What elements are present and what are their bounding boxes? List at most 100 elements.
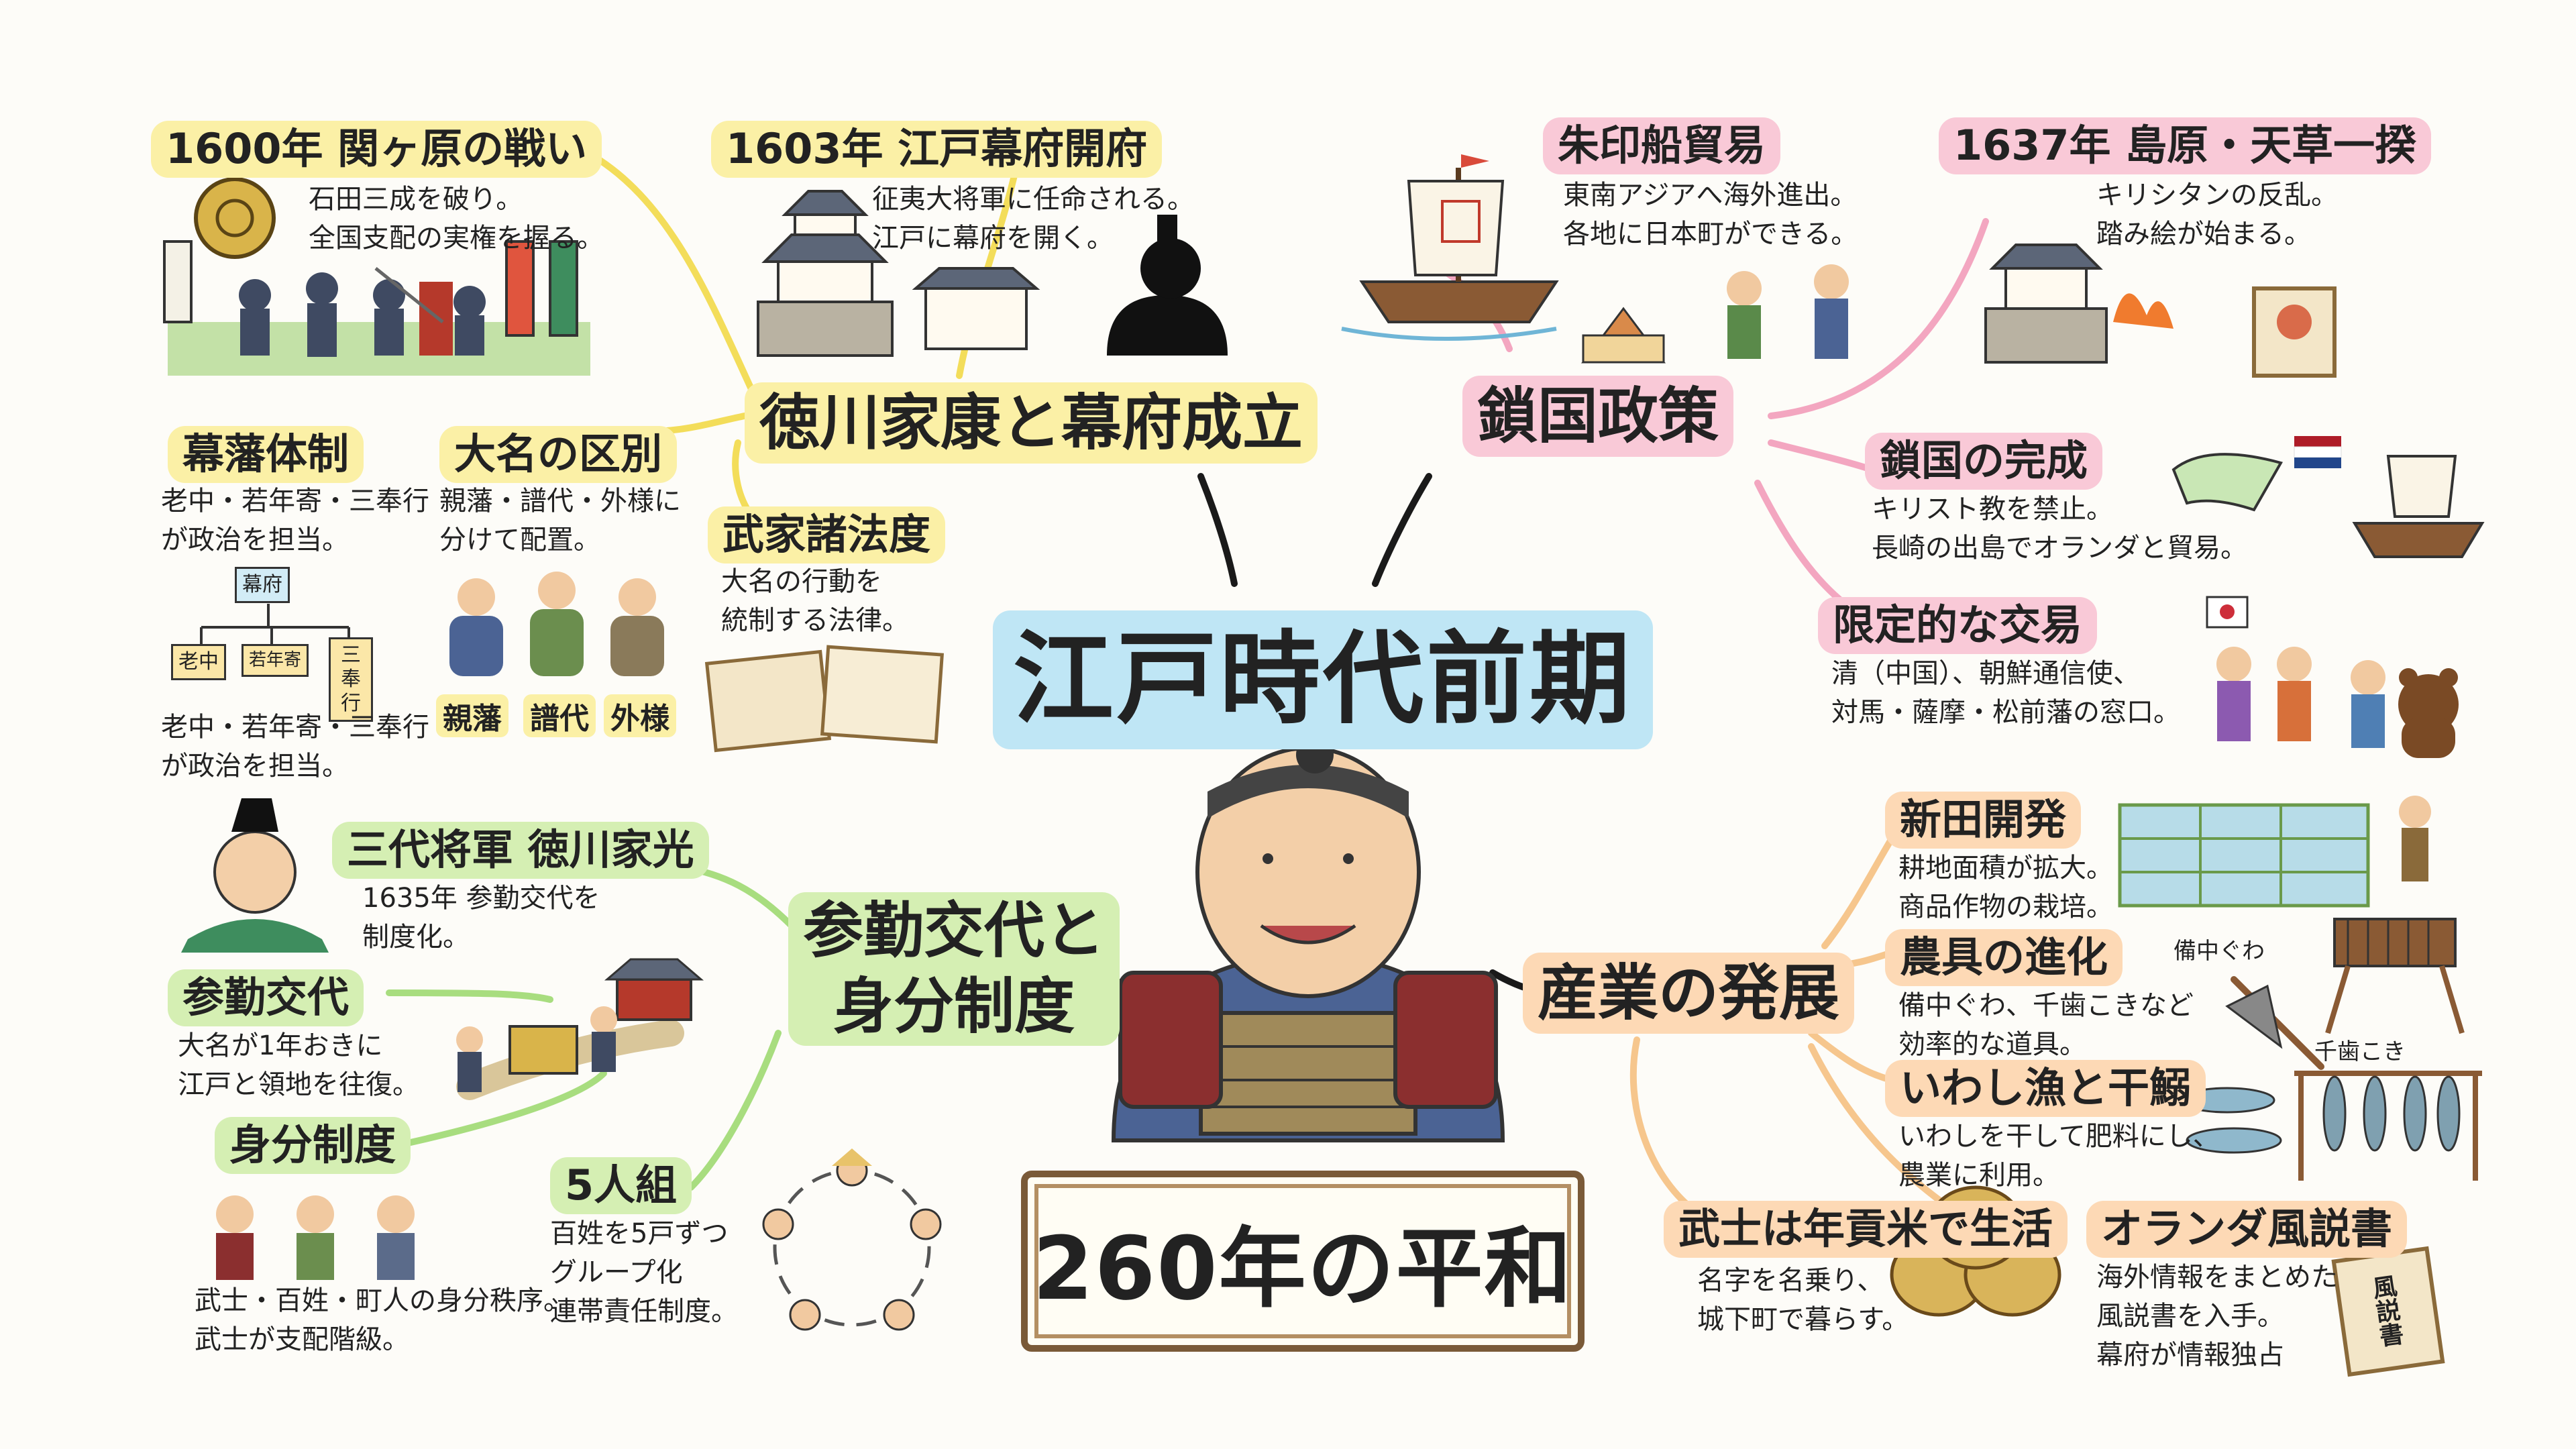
fusetsu-line: 海外情報をまとめた [2096,1258,2338,1297]
daimyo-label-fudai: 譜代 [523,694,596,737]
iemitsu-desc: 1635年 参勤交代を 制度化。 [362,879,600,957]
mibun-heading: 身分制度 [215,1117,411,1174]
sekigahara-heading: 1600年 関ヶ原の戦い [151,121,602,178]
goningumi-line: グループ化 [550,1253,738,1292]
goningumi-heading: 5人組 [550,1157,692,1214]
branch-sakoku-title: 鎖国政策 [1462,376,1733,457]
sankinkotai-line: 江戸と領地を往復。 [178,1065,419,1104]
iwashi-heading: いわし漁と干鰯 [1885,1060,2206,1117]
tool-label-hoe: 備中ぐわ [2174,932,2265,965]
shuinsen-line: 各地に日本町ができる。 [1563,215,1858,254]
sekigahara-desc: 石田三成を破り。 全国支配の実権を握る。 [309,180,604,258]
bakuhan-desc-2: 老中・若年寄・三奉行 が政治を担当。 [161,708,429,786]
rice-field-icon [2120,796,2431,906]
traders-icon [2216,647,2385,748]
kansei-desc: キリスト教を禁止。 長崎の出島でオランダと貿易。 [1872,490,2247,568]
shinden-line: 商品作物の栽培。 [1898,888,2113,926]
mibun-line: 武士が支配階級。 [195,1320,570,1359]
branch-sankin-title: 参勤交代と 身分制度 [788,892,1120,1046]
bakuhan-line: 老中・若年寄・三奉行 [161,482,429,521]
kansei-line: キリスト教を禁止。 [1872,490,2247,529]
main-title: 江戸時代前期 [993,610,1653,749]
bakuhan-desc: 老中・若年寄・三奉行 が政治を担当。 [161,482,429,559]
buke-line: 大名の行動を [721,562,909,601]
kansei-line: 長崎の出島でオランダと貿易。 [1872,529,2247,568]
nogu-line: 効率的な道具。 [1898,1025,2194,1064]
shimabara-desc: キリシタンの反乱。 踏み絵が始まる。 [2096,176,2338,254]
iemitsu-line: 制度化。 [362,918,600,957]
nogu-line: 備中ぐわ、千歯こきなど [1898,986,2194,1025]
daimyo-heading: 大名の区別 [439,426,677,483]
org-chart-lines [201,604,349,644]
daimyo-label-shinpan: 親藩 [436,694,508,737]
crest-icon [196,179,274,257]
shuinsen-heading: 朱印船貿易 [1543,117,1780,174]
shimabara-heading: 1637年 島原・天草一揆 [1939,117,2431,174]
daimyo-desc: 親藩・譜代・外様に 分けて配置。 [439,482,681,559]
bushi-desc: 名字を名乗り、 城下町で暮らす。 [1697,1261,1909,1339]
procession-icon [456,959,701,1092]
fish-icon [2180,1073,2482,1181]
sankinkotai-heading: 参勤交代 [168,969,364,1026]
shuinsen-line: 東南アジアへ海外進出。 [1563,176,1858,215]
bakufu-line: 江戸に幕府を開く。 [872,219,1194,258]
hoe-icon [2227,979,2321,1067]
bakuhan-line: が政治を担当。 [161,521,429,559]
burning-castle-icon [1986,245,2334,376]
buke-line: 統制する法律。 [721,601,909,640]
fusetsu-desc: 海外情報をまとめた 風説書を入手。 幕府が情報独占 [2096,1258,2338,1375]
iemitsu-heading: 三代将軍 徳川家光 [332,822,709,879]
social-classes-icon [216,1195,415,1280]
bakuhan-line: が政治を担当。 [161,747,429,786]
shuinsen-desc: 東南アジアへ海外進出。 各地に日本町ができる。 [1563,176,1858,254]
shimabara-line: 踏み絵が始まる。 [2096,215,2338,254]
bakufu-year: 1603年 [726,124,883,173]
scroll-icon [707,647,943,750]
bakufu-heading: 1603年 江戸幕府開府 [711,121,1162,178]
ship-icon [1342,154,1556,339]
sankinkotai-desc: 大名が1年おきに 江戸と領地を往復。 [178,1026,419,1104]
bushi-heading: 武士は年貢米で生活 [1664,1201,2068,1258]
daimyo-label-tozama: 外様 [604,694,676,737]
iwashi-desc: いわしを干して肥料にし、 農業に利用。 [1898,1117,2220,1195]
branch-sankin-title-line: 身分制度 [803,969,1105,1045]
goningumi-line: 百姓を5戸ずつ [550,1214,738,1253]
branch-tokugawa-title: 徳川家康と幕府成立 [745,382,1318,464]
bakuhan-heading: 幕藩体制 [168,426,364,483]
kansei-heading: 鎖国の完成 [1865,433,2102,490]
bakufu-line: 征夷大将軍に任命される。 [872,180,1194,219]
shinden-heading: 新田開発 [1885,792,2081,849]
shimabara-name: 島原・天草一揆 [2125,121,2416,170]
iemitsu-line: 1635年 参勤交代を [362,879,600,918]
bear-icon [2398,668,2459,758]
buke-desc: 大名の行動を 統制する法律。 [721,562,909,640]
nihonmachi-icon [1583,264,1849,362]
bushi-line: 名字を名乗り、 [1697,1261,1909,1300]
shinden-desc: 耕地面積が拡大。 商品作物の栽培。 [1898,849,2113,926]
bakuhan-line: 老中・若年寄・三奉行 [161,708,429,747]
goningumi-desc: 百姓を5戸ずつ グループ化 連帯責任制度。 [550,1214,738,1331]
samurai-portrait-icon [181,798,329,953]
bakufu-name: 江戸幕府開府 [898,124,1147,173]
iwashi-line: 農業に利用。 [1898,1156,2220,1195]
gentei-line: 対馬・薩摩・松前藩の窓口。 [1831,693,2180,732]
sekigahara-line: 全国支配の実権を握る。 [309,219,604,258]
gentei-heading: 限定的な交易 [1818,597,2097,654]
flag-icon [2207,597,2247,627]
peace-frame: 260年の平和 [1021,1171,1585,1352]
goningumi-line: 連帯責任制度。 [550,1292,738,1331]
bakufu-desc: 征夷大将軍に任命される。 江戸に幕府を開く。 [872,180,1194,258]
shimabara-line: キリシタンの反乱。 [2096,176,2338,215]
buke-heading: 武家諸法度 [708,506,945,564]
org-chart-roju: 老中 [171,644,226,680]
shimabara-year: 1637年 [1953,121,2111,170]
daimyo-line: 分けて配置。 [439,521,681,559]
gentei-line: 清（中国）、朝鮮通信使、 [1831,654,2180,693]
fusetsu-line: 幕府が情報独占 [2096,1336,2338,1375]
sekigahara-year: 1600年 [166,124,323,173]
iwashi-line: いわしを干して肥料にし、 [1898,1117,2220,1156]
battle-scene-icon [164,241,590,376]
org-chart-wakadoshiyori: 若年寄 [241,644,309,677]
mibun-desc: 武士・百姓・町人の身分秩序。 武士が支配階級。 [195,1281,570,1359]
